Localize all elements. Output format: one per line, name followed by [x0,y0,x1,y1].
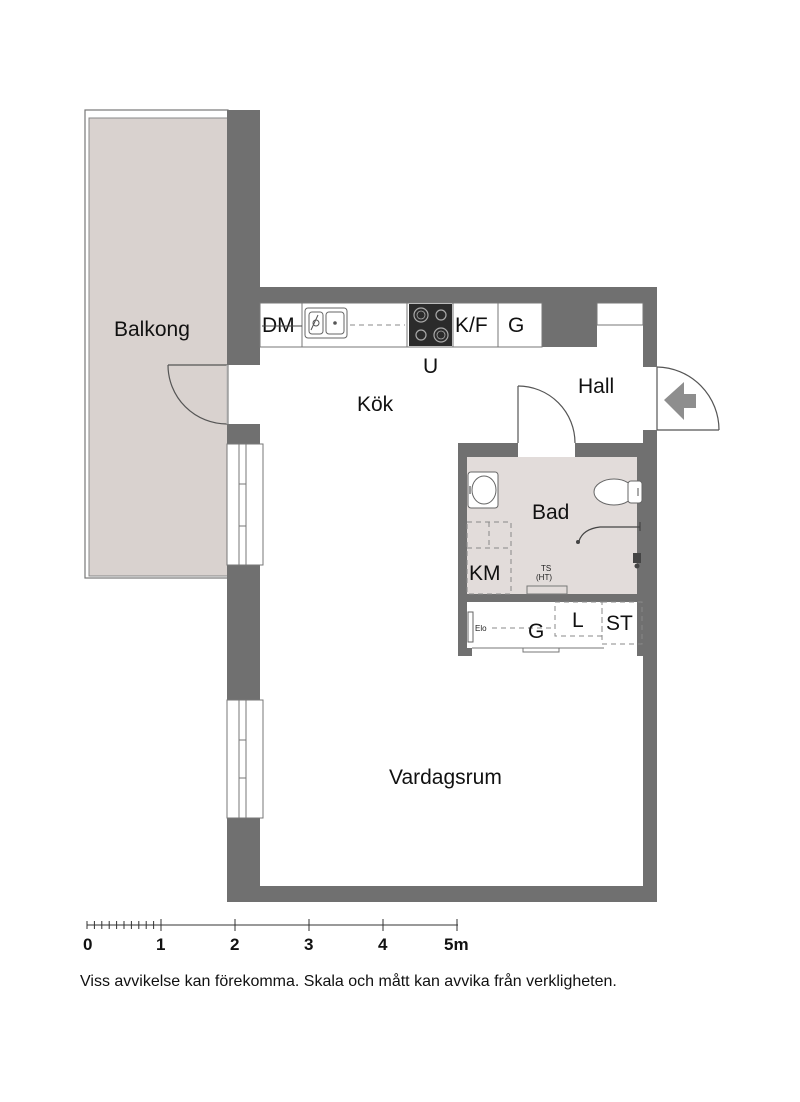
disclaimer-text: Viss avvikelse kan förekomma. Skala och … [80,972,617,990]
window-upper [226,443,264,566]
wall-right-upper [643,287,657,367]
scale-tick-label: 0 [83,935,92,954]
hob-icon [409,304,452,346]
wall-right-lower [643,430,657,902]
shower-icon [576,522,641,544]
electrical-cabinet-label: Elo [475,624,487,633]
scale-tick-label: 3 [304,935,313,954]
scale-tick-label: 1 [156,935,165,954]
room-label-hall: Hall [578,375,614,398]
balcony-door [167,364,228,425]
scale-tick-label: 5m [444,935,469,954]
wardrobe-label: G [528,620,544,643]
balcony [84,109,229,579]
room-label-bad: Bad [532,501,569,524]
cleaning-cabinet-label: ST [606,612,633,635]
washing-machine-label: KM [469,562,501,585]
hall-closet [596,302,644,326]
entrance-arrow-icon [664,382,696,420]
balcony-floor [88,117,229,577]
scale-bar: 0 1 2 3 4 5m [83,919,469,954]
dryer-label: TS [541,564,551,573]
hall-wardrobe: Elo G L ST [467,601,643,653]
dryer-sub-label: (HT) [536,573,552,582]
tap-icon [633,553,641,569]
hall-closet-box [596,302,644,326]
room-label-balkong: Balkong [114,318,190,341]
wall-bottom [227,886,657,902]
kitchen-counter: DM K/F G U [259,302,543,378]
kitchen-cabinet-label: G [508,314,524,337]
fridge-freezer-label: K/F [455,314,488,337]
wall-left-lower [227,565,260,700]
window-lower [226,699,264,819]
washbasin-icon [467,471,499,509]
oven-label: U [423,355,438,378]
scale-tick-label: 2 [230,935,239,954]
wall-top [227,287,657,303]
walls [227,110,657,902]
bathroom-door [517,385,576,444]
wall-left-mid [227,424,260,444]
bathroom-fixtures: KM TS (HT) [466,471,643,595]
scale-tick-label: 4 [378,935,388,954]
wall-counter-end [542,303,597,347]
room-label-kok: Kök [357,393,394,416]
entrance-door [656,366,720,431]
toilet-icon [593,478,643,506]
linen-cabinet-label: L [572,609,584,632]
sink-icon [304,307,348,339]
wall-left-upper [227,110,260,365]
room-label-vardagsrum: Vardagsrum [389,766,502,789]
